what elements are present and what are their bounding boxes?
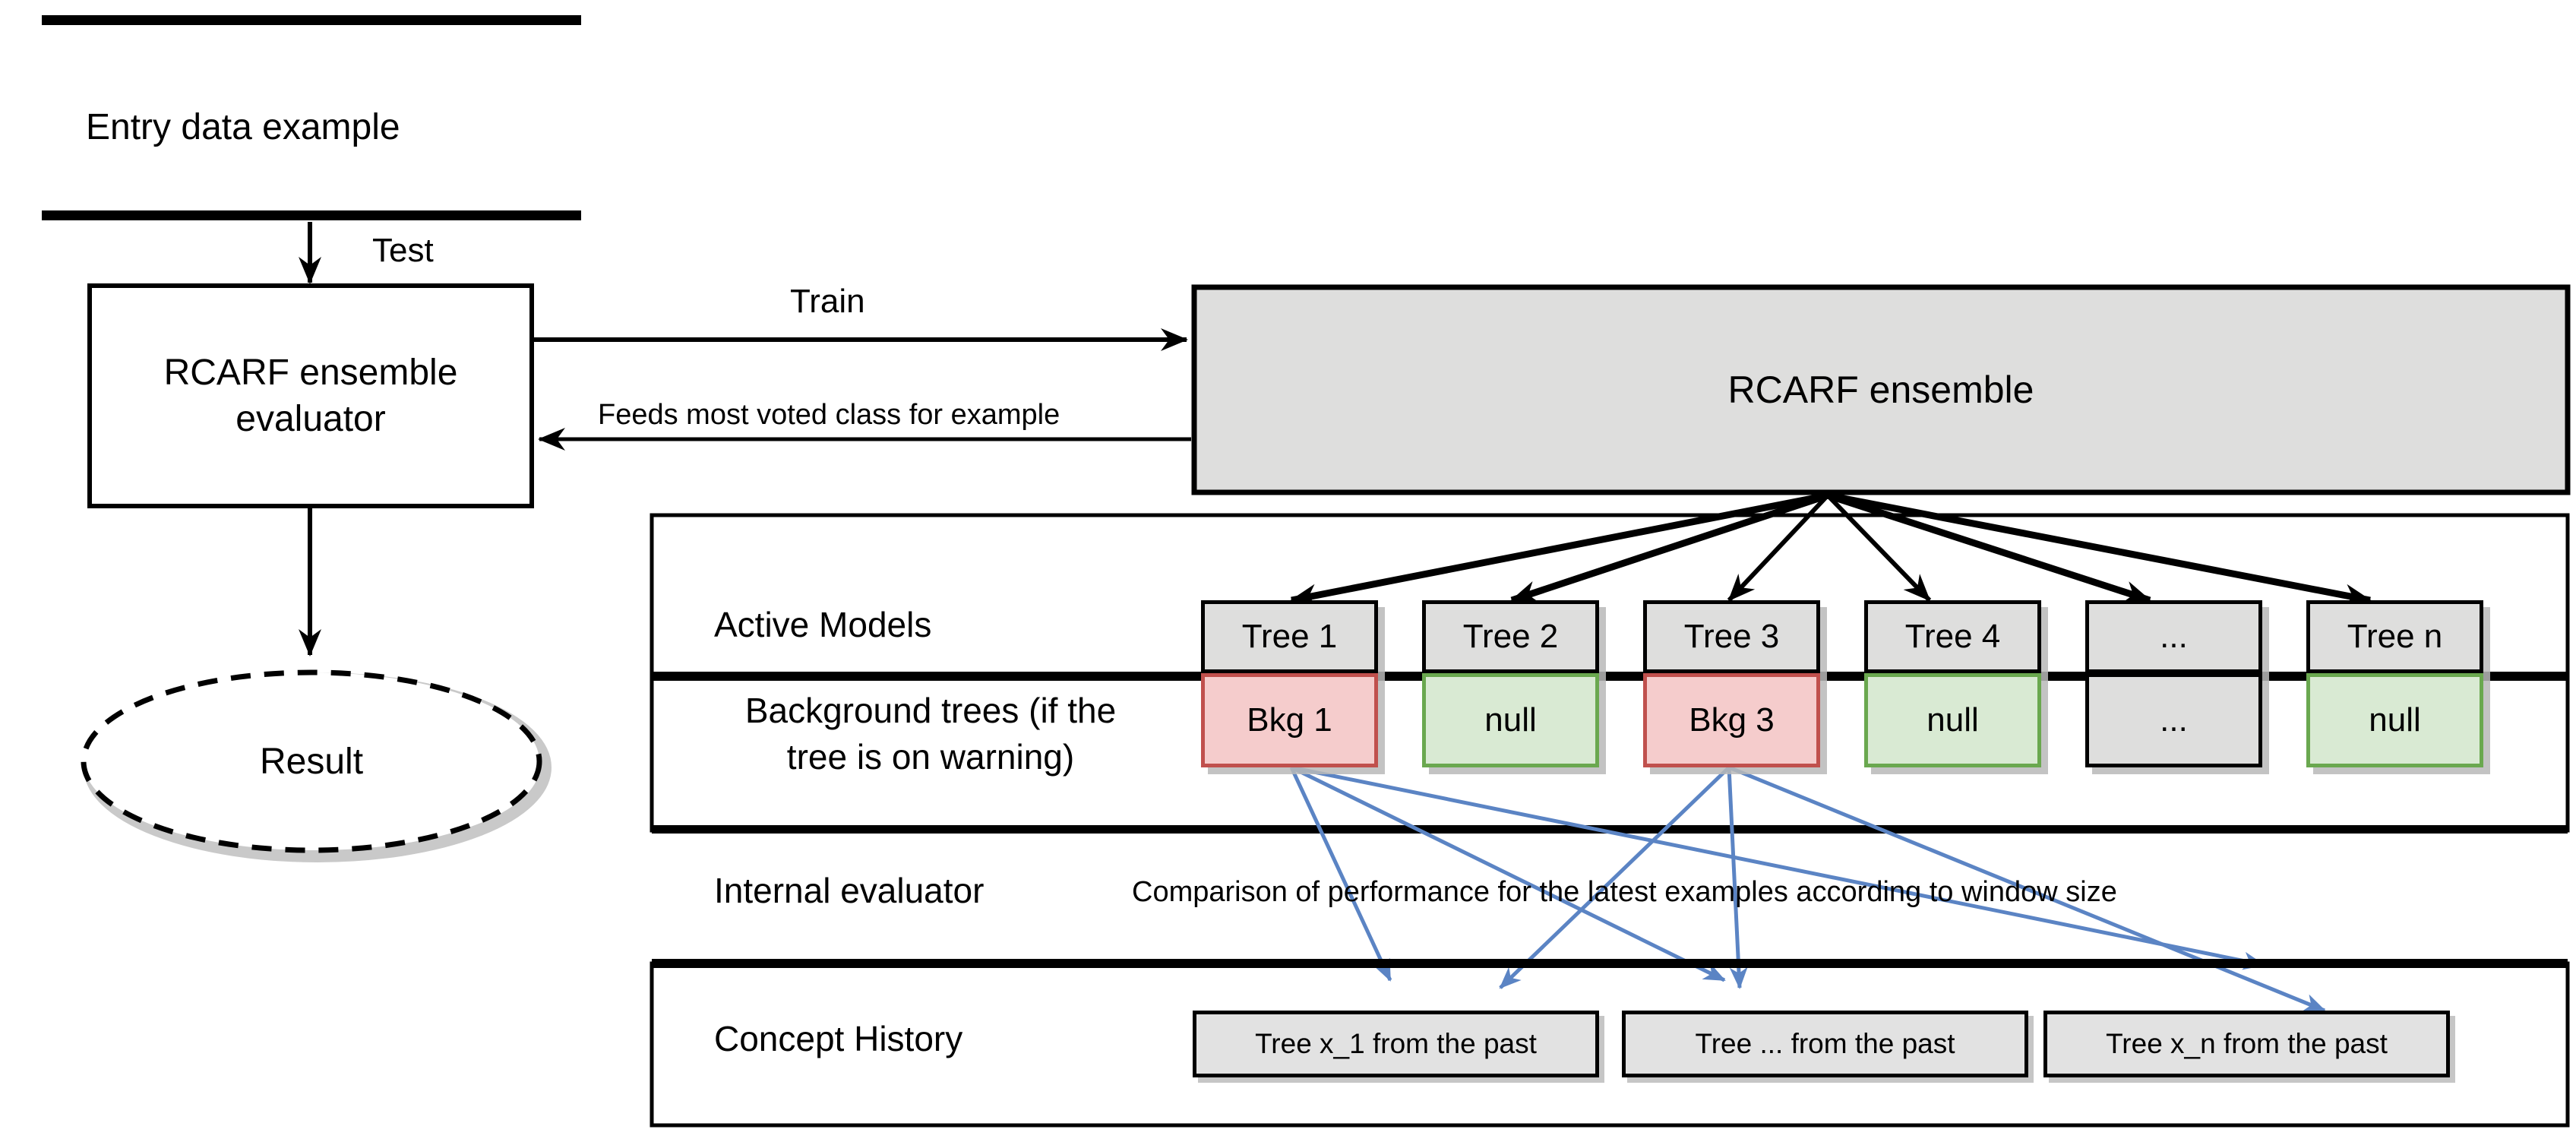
internal-evaluator-note: Comparison of performance for the latest… — [1132, 876, 2117, 908]
concept-history-frame-top — [652, 959, 2568, 968]
evaluator-label-line1: RCARF ensemble — [163, 352, 458, 393]
active-model-box-3[interactable]: Tree 3 — [1643, 600, 1820, 673]
train-edge-label: Train — [790, 283, 865, 320]
result-ellipse[interactable] — [81, 669, 542, 853]
concept-history-label: Concept History — [714, 1019, 963, 1058]
ensemble-to-trees-arrows — [1290, 492, 2372, 607]
evaluator-label: RCARF ensemble evaluator — [90, 286, 532, 506]
ensemble-box[interactable] — [1191, 284, 2571, 495]
concept-history-box-3[interactable]: Tree x_n from the past — [2043, 1011, 2450, 1077]
active-model-box-2[interactable]: Tree 2 — [1422, 600, 1599, 673]
ensemble-label: RCARF ensemble — [1727, 369, 2034, 411]
entry-top-bar — [42, 15, 581, 25]
background-trees-label-line2: tree is on warning) — [786, 736, 1075, 777]
bkg-to-history-arrows — [1289, 765, 2326, 1013]
background-tree-box-4[interactable]: null — [1864, 673, 2041, 767]
test-edge-label: Test — [372, 232, 434, 269]
active-models-frame-bottom — [652, 825, 2568, 834]
background-trees-label-line1: Background trees (if the — [744, 691, 1117, 730]
models-row-separator — [652, 672, 2568, 681]
concept-history-box-1[interactable]: Tree x_1 from the past — [1193, 1011, 1599, 1077]
entry-data-label: Entry data example — [86, 107, 400, 147]
active-model-box-6[interactable]: Tree n — [2306, 600, 2483, 673]
background-trees-label: Background trees (if the tree is on warn… — [687, 688, 1174, 780]
background-tree-box-3[interactable]: Bkg 3 — [1643, 673, 1820, 767]
active-model-box-4[interactable]: Tree 4 — [1864, 600, 2041, 673]
background-tree-box-2[interactable]: null — [1422, 673, 1599, 767]
result-label: Result — [259, 741, 364, 782]
active-model-box-1[interactable]: Tree 1 — [1201, 600, 1378, 673]
background-tree-box-6[interactable]: null — [2306, 673, 2483, 767]
concept-history-box-2[interactable]: Tree ... from the past — [1622, 1011, 2028, 1077]
entry-bottom-bar — [42, 210, 581, 220]
internal-evaluator-label: Internal evaluator — [714, 871, 985, 910]
active-models-label: Active Models — [714, 605, 932, 644]
background-tree-box-1[interactable]: Bkg 1 — [1201, 673, 1378, 767]
active-model-box-5[interactable]: ... — [2085, 600, 2262, 673]
evaluator-label-line2: evaluator — [235, 399, 386, 439]
background-tree-box-5[interactable]: ... — [2085, 673, 2262, 767]
feedback-edge-label: Feeds most voted class for example — [598, 399, 1060, 431]
